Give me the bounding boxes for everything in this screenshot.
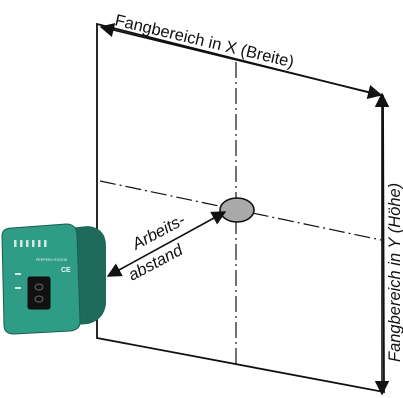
sensor-led-1 (15, 273, 21, 275)
sensor-lens-upper (34, 283, 44, 291)
height-range-label: Fangbereich in Y (Höhe) (386, 183, 403, 362)
sensor-ce-mark: CE (61, 267, 71, 274)
sensor-device: PEPPERL+FUCHS CE (1, 223, 106, 335)
target-spot (219, 197, 255, 223)
sensor-brand-text: PEPPERL+FUCHS (36, 258, 68, 262)
working-distance-arrow (106, 211, 227, 277)
sensor-optical-window (27, 276, 51, 310)
width-range-arrow (99, 23, 383, 99)
sensor-vent-slots (14, 240, 47, 247)
sensor-lens-lower (34, 295, 44, 303)
sensor-led-2 (15, 287, 21, 289)
